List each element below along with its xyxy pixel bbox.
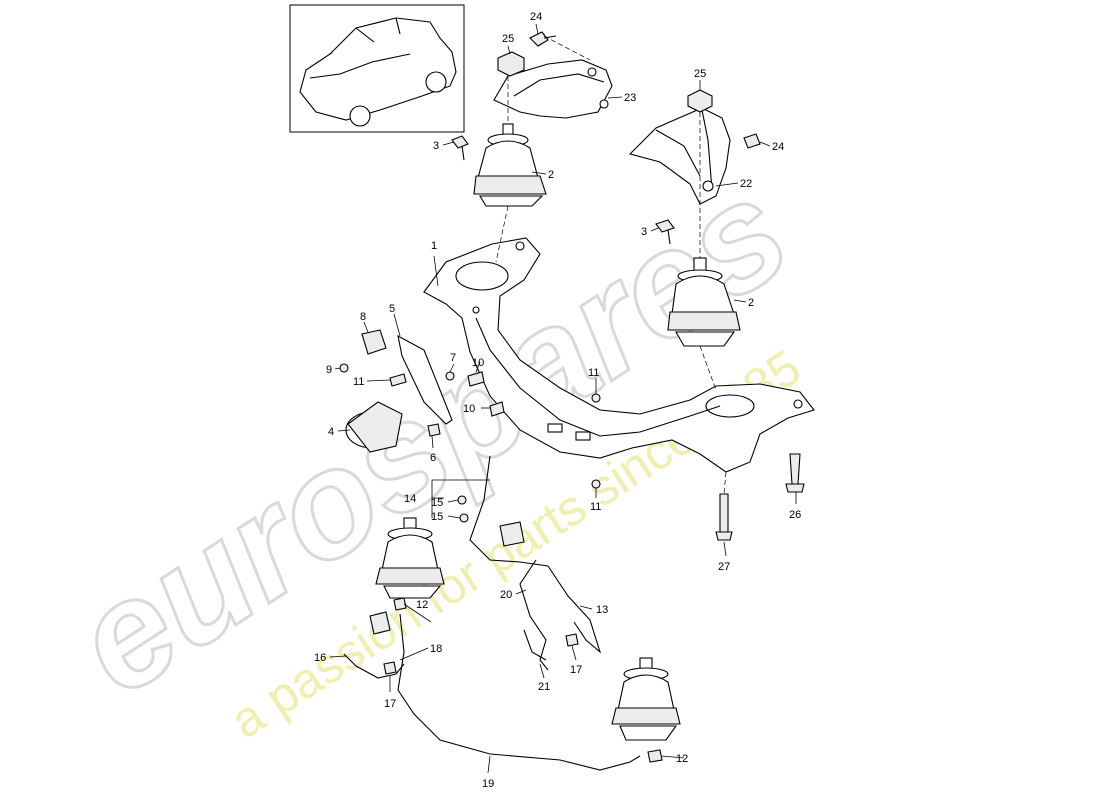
- callout-7: 7: [450, 352, 456, 364]
- screw-9: [339, 363, 349, 373]
- callout-6: 6: [430, 452, 436, 464]
- callout-1: 1: [431, 240, 437, 252]
- bolt-26: [785, 453, 805, 493]
- clip-15-lower: [459, 513, 469, 523]
- callout-24a: 24: [530, 11, 542, 23]
- callout-8: 8: [360, 311, 366, 323]
- engine-bracket-23: [493, 59, 613, 119]
- callout-5: 5: [389, 303, 395, 315]
- callout-17a: 17: [384, 698, 396, 710]
- callout-25b: 25: [694, 68, 706, 80]
- callout-23: 23: [624, 92, 636, 104]
- callout-12b: 12: [676, 753, 688, 765]
- bolt-3-upper: [451, 135, 469, 161]
- callout-22: 22: [740, 178, 752, 190]
- clip-10-upper: [467, 371, 485, 387]
- callout-14: 14: [404, 493, 416, 505]
- callout-9: 9: [326, 364, 332, 376]
- clip-15-upper: [457, 495, 467, 505]
- bolt-24-top: [529, 31, 557, 47]
- engine-mount-lower-right: [611, 657, 681, 741]
- callout-27: 27: [718, 561, 730, 573]
- callout-11c: 11: [590, 501, 601, 513]
- callout-24b: 24: [772, 141, 784, 153]
- callout-25a: 25: [502, 33, 514, 45]
- nut-25-top: [497, 51, 525, 77]
- leader-lines: [329, 23, 797, 774]
- vacuum-line-19: [397, 613, 641, 771]
- callouts: 1 2 2 3 3 4 5 6 7 8 9 10 10 11 11 11 12 …: [314, 11, 801, 790]
- callout-11a: 11: [353, 376, 364, 388]
- callout-10a: 10: [472, 357, 484, 369]
- callout-20: 20: [500, 589, 512, 601]
- vacuum-line-13: [469, 455, 602, 654]
- screw-7: [445, 371, 455, 381]
- callout-2a: 2: [548, 169, 554, 181]
- vacuum-line-20: [519, 559, 549, 671]
- callout-17b: 17: [570, 664, 582, 676]
- callout-15a: 15: [431, 497, 443, 509]
- nut-25-right: [687, 89, 713, 113]
- screw-11-left: [389, 373, 407, 387]
- valve-14: [499, 521, 525, 547]
- connector-17-left: [383, 661, 397, 675]
- callout-11b: 11: [588, 367, 599, 379]
- callout-21: 21: [538, 681, 550, 693]
- callout-10b: 10: [463, 403, 475, 415]
- callout-13: 13: [596, 604, 608, 616]
- engine-mount-lower-left: [375, 517, 445, 599]
- callout-18: 18: [430, 643, 442, 655]
- callout-19: 19: [482, 778, 494, 790]
- callout-26: 26: [789, 509, 801, 521]
- engine-mount-2-upper: [473, 123, 547, 207]
- screw-11-mid: [591, 393, 601, 403]
- callout-15b: 15: [431, 511, 443, 523]
- callout-2b: 2: [748, 297, 754, 309]
- damper-4: [345, 401, 403, 453]
- subframe-1: [423, 237, 815, 473]
- engine-mount-2-right: [667, 257, 741, 347]
- callout-4: 4: [328, 426, 334, 438]
- line-21: [523, 629, 547, 661]
- callout-16: 16: [314, 652, 326, 664]
- callout-3b: 3: [641, 226, 647, 238]
- bolt-6: [427, 423, 441, 437]
- clip-10-lower: [489, 401, 505, 417]
- bolt-3-right: [655, 219, 675, 245]
- engine-bracket-22: [628, 107, 731, 205]
- screw-11-low: [591, 479, 601, 489]
- assembly-lines: [495, 35, 727, 495]
- valve-8: [361, 329, 387, 355]
- valve-16: [369, 611, 391, 635]
- connector-12-upper: [393, 597, 407, 611]
- bracket-5: [397, 334, 453, 425]
- callout-3a: 3: [433, 140, 439, 152]
- bolt-24-right: [743, 133, 761, 149]
- connector-17-right: [565, 633, 579, 647]
- bolt-27: [715, 493, 733, 541]
- connector-12-lower: [647, 749, 663, 763]
- vehicle-thumbnail: [289, 4, 465, 133]
- hose-18: [343, 653, 405, 679]
- callout-12a: 12: [416, 599, 428, 611]
